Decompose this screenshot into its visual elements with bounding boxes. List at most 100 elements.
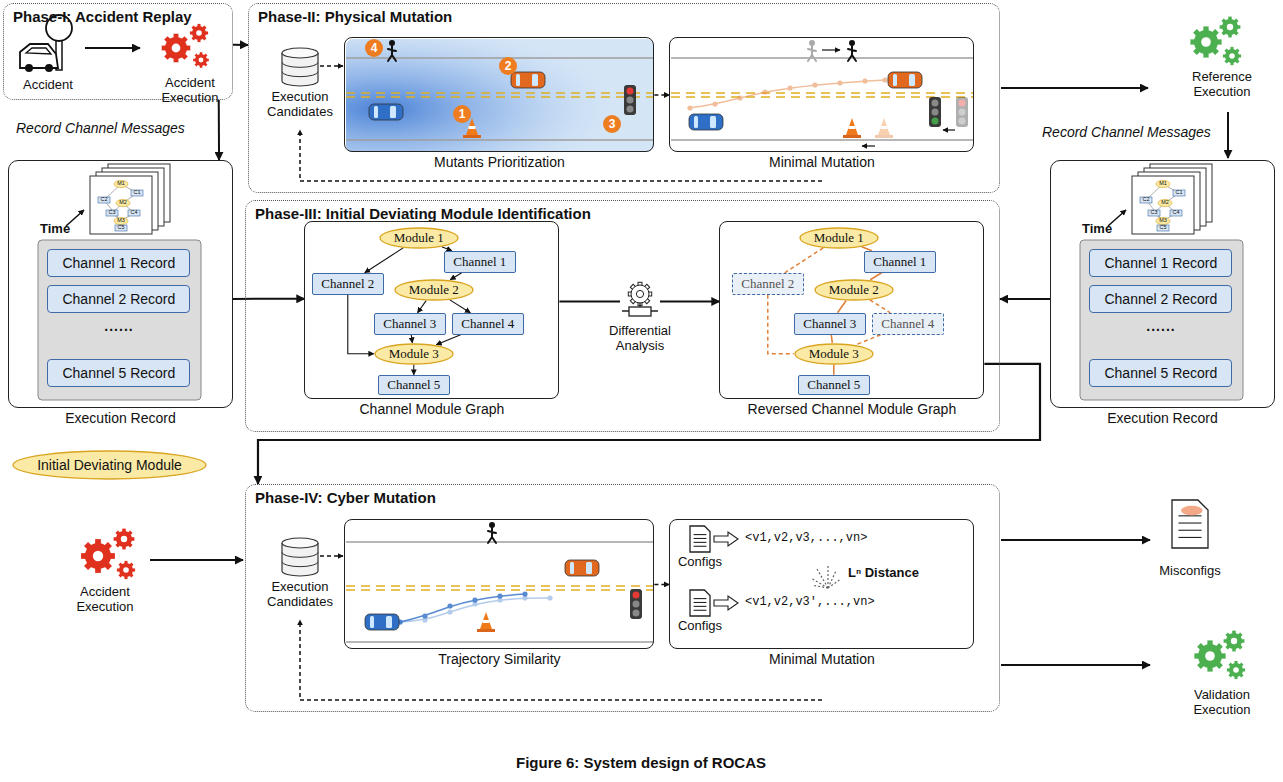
light-housing — [624, 85, 636, 115]
car-windshield — [909, 74, 915, 86]
trajectory — [687, 77, 887, 110]
analysis-icon — [620, 280, 660, 320]
channel-box: Channel 3 — [374, 313, 446, 335]
light-housing — [929, 97, 941, 127]
doc-text-line — [694, 606, 707, 607]
record-graph-module — [1156, 180, 1170, 187]
graph-node-label: C5 — [117, 225, 124, 231]
arrow-line — [320, 555, 343, 557]
record-graph-channel — [1140, 197, 1152, 203]
node-text: Execution Record — [65, 410, 176, 426]
node-text: Module 3 — [389, 346, 439, 362]
connector — [233, 298, 304, 300]
edge-label: Record Channel Messages — [14, 120, 187, 136]
text-label: Misconfigs — [1159, 564, 1220, 579]
gear-icon — [190, 24, 208, 42]
node-text: Channel 4 — [881, 316, 934, 332]
road-edge — [346, 541, 654, 543]
light-lamp — [932, 100, 939, 107]
record-group — [1080, 240, 1243, 400]
config-vector: <v1,v2,v3',...,vn> — [745, 596, 875, 610]
node-text: Channel 1 — [453, 254, 506, 270]
node-text: Channel 5 Record — [1104, 365, 1217, 381]
node-text: Channel 3 — [383, 316, 436, 332]
node-text: Phase-III: Initial Deviating Module Iden… — [255, 205, 591, 222]
pedestrian — [388, 40, 396, 61]
graph-node-label: C4 — [130, 210, 137, 216]
doc-text-line — [694, 602, 707, 603]
gear-icon — [117, 561, 135, 579]
node-text: Phase-IV: Cyber Mutation — [255, 489, 436, 506]
node-text: Module 2 — [829, 282, 879, 298]
doc-sheet — [1172, 500, 1208, 548]
gear-icon — [1227, 661, 1245, 679]
car-windshield — [710, 116, 716, 128]
graph-node-label: M2 — [1161, 200, 1169, 206]
gear-body — [119, 563, 133, 577]
channel-box: Channel 4 — [872, 313, 944, 335]
node-text: Module 1 — [394, 230, 444, 246]
gear-hole — [1231, 638, 1237, 644]
circuit-block — [629, 307, 651, 316]
trajectory-dot — [447, 609, 452, 614]
light-lamp — [932, 118, 939, 125]
doc-sheet — [690, 526, 710, 552]
trajectory-dot — [472, 597, 477, 602]
connector — [365, 248, 403, 273]
lane-divider — [346, 589, 654, 591]
cone-base — [463, 135, 481, 138]
car-icon — [365, 614, 399, 630]
connector — [833, 365, 835, 375]
car-icon — [888, 72, 922, 88]
gear-body — [1225, 49, 1239, 63]
scene-panel: Minimal Mutation — [669, 37, 974, 152]
connector — [450, 300, 471, 313]
doc-text-line — [694, 538, 707, 539]
connector — [785, 248, 823, 273]
graph-node-label: M1 — [1159, 181, 1167, 187]
trajectory-line — [690, 80, 885, 108]
record-panel: Execution RecordChannel 1 RecordChannel … — [1050, 160, 1275, 408]
cone-base — [477, 629, 495, 632]
connector — [258, 364, 1040, 484]
graph-node-label: C5 — [1159, 225, 1166, 231]
loop-back — [300, 620, 822, 700]
pedestrian — [488, 522, 496, 543]
node-text: Module 2 — [409, 282, 459, 298]
gear-icon — [1223, 47, 1241, 65]
callout-number: 4 — [365, 39, 383, 57]
crashed-car — [20, 44, 58, 68]
database-icon — [282, 48, 318, 86]
db-top — [282, 48, 318, 58]
trajectory-dot — [687, 105, 692, 110]
ellipse-shape — [815, 280, 893, 300]
light-lamp — [627, 97, 634, 104]
gear-icon — [628, 282, 651, 305]
channel-box: Channel 5 — [798, 375, 870, 395]
trajectory-dot — [497, 593, 502, 598]
ellipse-shape — [800, 228, 878, 248]
document-icon — [690, 526, 710, 552]
node-text: Channel 5 — [387, 377, 440, 393]
channel-record: Channel 5 Record — [47, 359, 190, 387]
channel-record: Channel 2 Record — [47, 285, 190, 313]
module-ellipse: Module 1 — [379, 227, 459, 249]
ellipse-shape — [375, 344, 453, 364]
pedestrian — [848, 40, 856, 61]
road-edge — [346, 57, 654, 59]
connector — [413, 365, 414, 375]
phase-panel: Phase-IV: Cyber MutationTrajectory Simil… — [245, 484, 1000, 712]
node-text: Channel 2 — [321, 276, 374, 292]
node-text: Phase-I: Accident Replay — [13, 8, 192, 25]
gear-icon — [1194, 640, 1225, 671]
light-lamp — [627, 106, 634, 113]
gear-icon — [81, 539, 115, 573]
trajectory — [397, 595, 552, 624]
light-lamp — [627, 88, 634, 95]
module-ellipse: Module 2 — [394, 279, 474, 301]
car-body — [689, 114, 723, 130]
road-edge — [671, 139, 974, 141]
doc-text-line — [694, 546, 707, 547]
graph-panel: Channel Module GraphModule 1Channel 1Cha… — [304, 221, 559, 399]
